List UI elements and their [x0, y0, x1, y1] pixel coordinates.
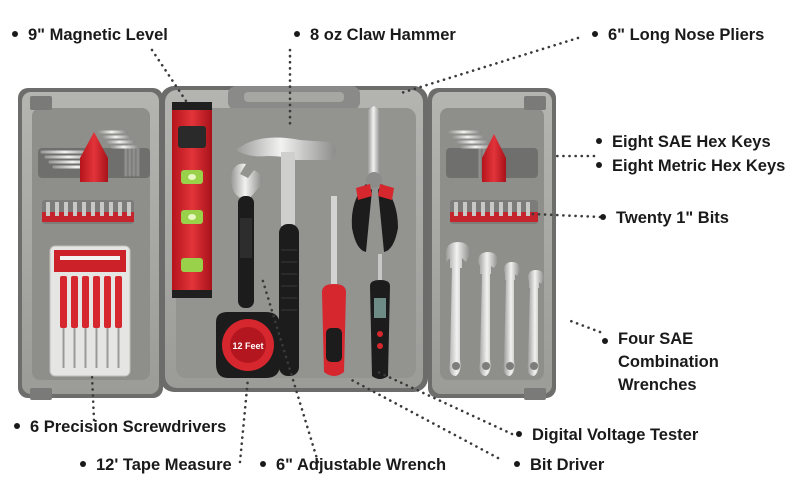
label-precision-screwdrivers-text: 6 Precision Screwdrivers: [30, 418, 227, 436]
digital-voltage-tester: [370, 254, 390, 379]
label-combo-line2: Combination: [618, 353, 719, 371]
label-magnetic-level-text: 9" Magnetic Level: [28, 26, 168, 44]
label-adjustable-wrench: 6" Adjustable Wrench: [260, 454, 446, 476]
bit-driver: [322, 196, 346, 376]
label-voltage-tester: Digital Voltage Tester: [516, 424, 698, 446]
claw-hammer: [236, 137, 336, 376]
label-tape-measure-text: 12' Tape Measure: [96, 456, 232, 474]
label-combination-wrenches: Four SAE Combination Wrenches: [602, 328, 719, 397]
label-claw-hammer: 8 oz Claw Hammer: [294, 24, 456, 46]
label-long-nose-pliers: 6" Long Nose Pliers: [592, 24, 764, 46]
metric-hex-keys: [446, 130, 538, 182]
label-magnetic-level: 9" Magnetic Level: [12, 24, 168, 46]
label-bits-text: Twenty 1" Bits: [616, 209, 729, 227]
label-bit-driver-text: Bit Driver: [530, 456, 605, 474]
label-voltage-tester-text: Digital Voltage Tester: [532, 426, 699, 444]
label-precision-screwdrivers: 6 Precision Screwdrivers: [14, 416, 226, 438]
label-tape-measure: 12' Tape Measure: [80, 454, 232, 476]
label-bits: Twenty 1" Bits: [600, 207, 729, 229]
label-adjustable-wrench-text: 6" Adjustable Wrench: [276, 456, 447, 474]
label-sae-hex-keys: Eight SAE Hex Keys: [596, 131, 771, 153]
precision-screwdriver-set: [49, 245, 131, 377]
tape-measure: 12 Feet: [216, 312, 280, 378]
label-bit-driver: Bit Driver: [514, 454, 604, 476]
label-combination-wrenches-bullet: [602, 338, 608, 344]
combination-wrenches: [446, 242, 544, 376]
label-combo-line1: Four SAE: [618, 330, 694, 348]
long-nose-pliers: [351, 106, 398, 252]
label-sae-hex-keys-text: Eight SAE Hex Keys: [612, 133, 771, 151]
label-metric-hex-keys: Eight Metric Hex Keys: [596, 155, 785, 177]
label-combo-line3: Wrenches: [618, 376, 697, 394]
label-claw-hammer-text: 8 oz Claw Hammer: [310, 26, 456, 44]
leader-lines: [90, 36, 602, 464]
adjustable-wrench: [231, 163, 262, 308]
label-long-nose-pliers-text: 6" Long Nose Pliers: [608, 26, 765, 44]
label-metric-hex-keys-text: Eight Metric Hex Keys: [612, 157, 786, 175]
sae-hex-keys: [38, 130, 150, 182]
left-bit-set: [42, 200, 134, 224]
magnetic-level: [172, 102, 212, 298]
tape-measure-text: 12 Feet: [232, 341, 263, 351]
right-bit-set: [450, 200, 538, 224]
